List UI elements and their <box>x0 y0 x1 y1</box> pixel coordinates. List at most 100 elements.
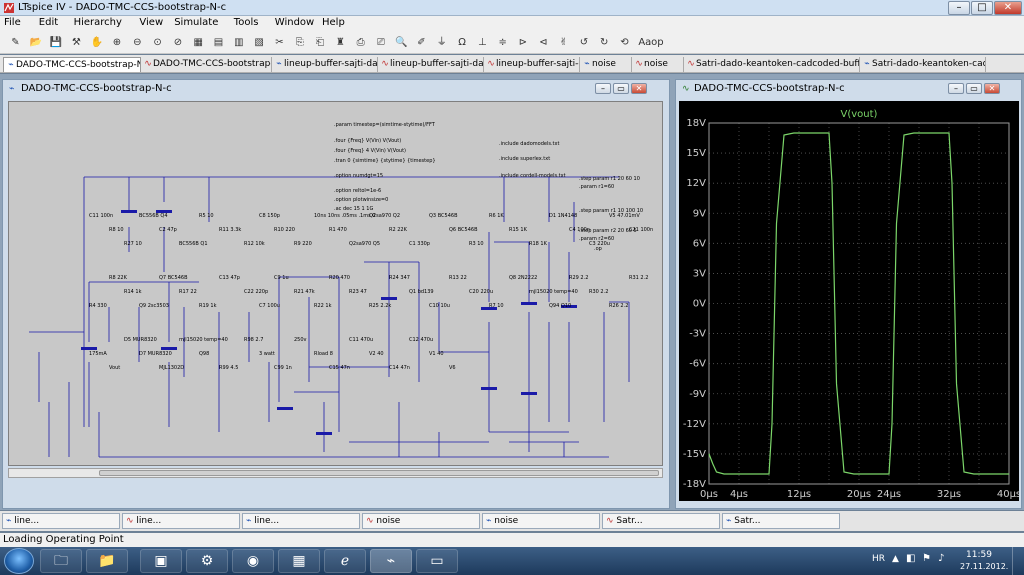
component-label[interactable]: Q8 2N2222 <box>509 275 537 281</box>
toolbar-button-29[interactable]: ↻ <box>599 37 609 48</box>
spice-directive[interactable]: .four {Freq} 4 V(Vin) V(Vout) <box>334 148 406 154</box>
toolbar-button-27[interactable]: ✌ <box>559 37 568 48</box>
menu-hierarchy[interactable]: Hierarchy <box>73 17 122 28</box>
component-label[interactable]: R18 1K <box>529 241 548 247</box>
component-label[interactable]: R13 22 <box>449 275 467 281</box>
component-label[interactable]: Q94 Q10 <box>549 303 571 309</box>
toolbar-button-23[interactable]: ⊥ <box>478 37 487 48</box>
component-label[interactable]: D5 MUR8320 <box>124 337 157 343</box>
component-label[interactable]: R27 10 <box>124 241 142 247</box>
tab-8[interactable]: ⌁Satri-dado-keantoken-cadco <box>860 57 986 72</box>
tab-4[interactable]: ∿lineup-buffer-sajti-dado <box>484 57 580 72</box>
component-label[interactable]: V6 <box>449 365 456 371</box>
spice-directive[interactable]: .step param r1 20 60 10 <box>579 176 640 182</box>
tab-6[interactable]: ∿noise <box>632 57 684 72</box>
component-label[interactable]: C1 330p <box>409 241 430 247</box>
component-label[interactable]: C8 150p <box>259 213 280 219</box>
component-label[interactable]: Vout <box>109 365 120 371</box>
minimized-window-4[interactable]: ⌁ noise <box>482 513 600 529</box>
waveform-close-button[interactable]: ✕ <box>984 83 1000 94</box>
component-label[interactable]: C2 47p <box>159 227 177 233</box>
toolbar-button-3[interactable]: ⚒ <box>71 37 81 48</box>
tab-5[interactable]: ⌁noise <box>580 57 632 72</box>
component-label[interactable]: Q2sa970 Q5 <box>349 241 380 247</box>
component-label[interactable]: C14 47n <box>389 365 410 371</box>
internet-explorer-icon[interactable]: ℯ <box>324 549 366 573</box>
spice-directive[interactable]: .include superlex.txt <box>499 156 550 162</box>
clock-date[interactable]: 27.11.2012. <box>960 562 1009 571</box>
component-label[interactable]: C21 100n <box>629 227 653 233</box>
component-label[interactable]: Q2sa970 Q2 <box>369 213 400 219</box>
component-label[interactable]: 175mA <box>89 351 107 357</box>
toolbar-button-28[interactable]: ↺ <box>579 37 589 48</box>
component-label[interactable]: R22 1k <box>314 303 332 309</box>
toolbar-button-16[interactable]: ♜ <box>335 37 345 48</box>
component-label[interactable]: C9 1u <box>274 275 289 281</box>
schematic-canvas[interactable]: .param timestep=(simtime-stytime)/FFT.fo… <box>8 101 663 466</box>
input-language-indicator[interactable]: HR <box>872 554 886 564</box>
component-label[interactable]: Q3 BC546B <box>429 213 458 219</box>
explorer-folder-icon[interactable]: 📁 <box>86 549 128 573</box>
component-label[interactable]: R7 10 <box>489 303 504 309</box>
toolbar-button-2[interactable]: 💾 <box>49 37 63 48</box>
schematic-window[interactable]: ⌁ DADO-TMC-CCS-bootstrap-N-c – ▭ ✕ <box>2 79 670 509</box>
toolbar-button-4[interactable]: ✋ <box>90 37 103 48</box>
menu-window[interactable]: Window <box>274 17 315 28</box>
component-label[interactable]: V1 40 <box>429 351 444 357</box>
toolbar-button-1[interactable]: 📂 <box>29 37 43 48</box>
component-label[interactable]: R12 10k <box>244 241 265 247</box>
component-label[interactable]: R98 2.7 <box>244 337 263 343</box>
network-tool-icon[interactable]: ⚙ <box>186 549 228 573</box>
component-label[interactable]: R15 1K <box>509 227 528 233</box>
toolbar-button-26[interactable]: ⊲ <box>539 37 548 48</box>
window-app-icon[interactable]: ▭ <box>416 549 458 573</box>
spice-directive[interactable]: .param r2=60 <box>579 236 614 242</box>
component-label[interactable]: R24 347 <box>389 275 410 281</box>
schematic-minimize-button[interactable]: – <box>595 83 611 94</box>
toolbar-button-5[interactable]: ⊕ <box>112 37 122 48</box>
component-label[interactable]: C99 1n <box>274 365 292 371</box>
spice-directive[interactable]: .step param r1 10 100 10 <box>579 208 643 214</box>
explorer-icon[interactable]: 🗀 <box>40 549 82 573</box>
component-label[interactable]: Rload 8 <box>314 351 333 357</box>
component-label[interactable]: R5 10 <box>199 213 214 219</box>
toolbar-button-17[interactable]: ⎙ <box>356 37 365 48</box>
tab-3[interactable]: ∿lineup-buffer-sajti-dado <box>378 57 484 72</box>
component-label[interactable]: R6 1K <box>489 213 504 219</box>
maximize-button[interactable]: □ <box>971 1 993 15</box>
toolbar-button-32[interactable]: .op <box>648 37 664 48</box>
component-label[interactable]: R4 330 <box>89 303 107 309</box>
spice-directive[interactable]: .include cordell-models.txt <box>499 173 566 179</box>
component-label[interactable]: V2 40 <box>369 351 384 357</box>
component-label[interactable]: R23 47 <box>349 289 367 295</box>
schematic-horizontal-scrollbar[interactable] <box>8 468 663 478</box>
component-label[interactable]: Q9 2sc3503 <box>139 303 169 309</box>
menu-tools[interactable]: Tools <box>233 17 259 28</box>
toolbar-button-13[interactable]: ✂ <box>275 37 284 48</box>
component-label[interactable]: R11 3.3k <box>219 227 241 233</box>
toolbar-button-9[interactable]: ▦ <box>193 37 203 48</box>
tray-flag-icon[interactable]: ⚑ <box>922 553 931 564</box>
ltspice-taskbar-icon[interactable]: ⌁ <box>370 549 412 573</box>
component-label[interactable]: R8 10 <box>109 227 124 233</box>
component-label[interactable]: D7 MUR8320 <box>139 351 172 357</box>
component-label[interactable]: R14 1k <box>124 289 142 295</box>
menu-view[interactable]: View <box>139 17 164 28</box>
component-label[interactable]: C3 220u <box>589 241 610 247</box>
component-label[interactable]: 250v <box>294 337 307 343</box>
toolbar-button-19[interactable]: 🔍 <box>394 37 408 48</box>
menu-edit[interactable]: Edit <box>38 17 59 28</box>
tab-2[interactable]: ⌁lineup-buffer-sajti-dado <box>272 57 378 72</box>
media-app-icon[interactable]: ◉ <box>232 549 274 573</box>
spice-directive[interactable]: .ac dec 15 1 1G <box>334 206 373 212</box>
spice-directive[interactable]: .param r1=60 <box>579 184 614 190</box>
toolbar-button-14[interactable]: ⎘ <box>295 37 304 48</box>
minimize-button[interactable]: – <box>948 1 970 15</box>
component-label[interactable]: C13 47p <box>219 275 240 281</box>
component-label[interactable]: C11 470u <box>349 337 373 343</box>
minimized-window-2[interactable]: ⌁ line... <box>242 513 360 529</box>
component-label[interactable]: R21 47k <box>294 289 315 295</box>
toolbar-button-18[interactable]: ⎚ <box>376 37 385 48</box>
